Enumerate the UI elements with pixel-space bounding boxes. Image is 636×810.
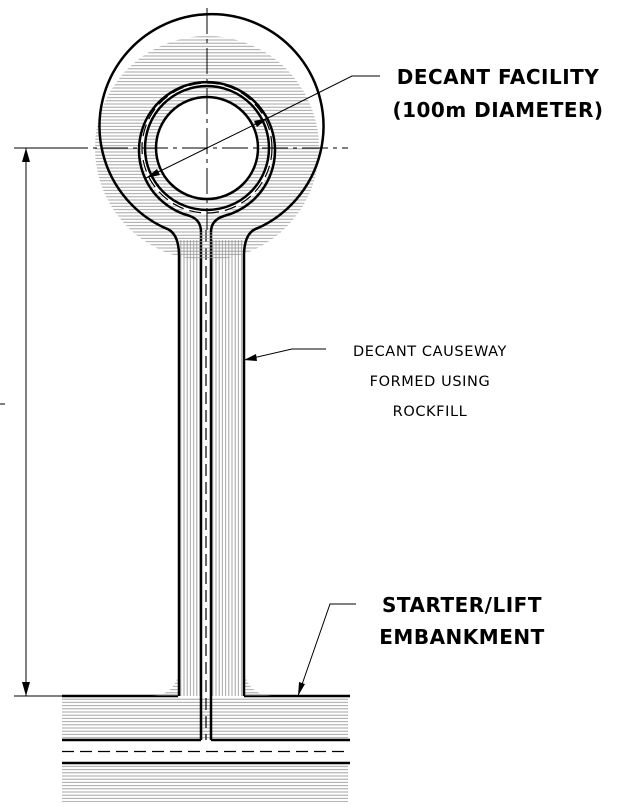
embankment-leader-line	[297, 603, 356, 697]
embankment-leader-arrow	[298, 682, 305, 696]
label-embankment-line2: EMBANKMENT	[379, 625, 544, 649]
dimension-arrow-bottom	[22, 682, 30, 696]
overall-length-dimension	[0, 147, 62, 697]
embankment-hatch-upper	[62, 697, 348, 740]
causeway-hatch-right	[212, 240, 243, 696]
causeway-leader	[243, 348, 326, 361]
causeway-leader-arrow	[244, 354, 257, 361]
causeway-hatch-left	[180, 240, 201, 696]
diameter-dimension-line	[145, 117, 269, 179]
decant-causeway	[150, 230, 275, 740]
label-embankment-line1: STARTER/LIFT	[382, 593, 542, 617]
causeway-leader-line	[243, 348, 326, 361]
causeway-toe-right	[243, 660, 275, 696]
label-causeway-line3: ROCKFILL	[393, 404, 468, 420]
causeway-toe-left	[150, 660, 180, 696]
label-decant-facility-line1: DECANT FACILITY	[397, 65, 600, 89]
embankment-leader	[297, 603, 356, 697]
dimension-arrow-top	[22, 148, 30, 162]
starter-embankment	[62, 694, 350, 802]
decant-facility	[62, 8, 380, 260]
label-decant-facility-line2: (100m DIAMETER)	[392, 98, 603, 122]
facility-outer-hatch	[94, 36, 319, 260]
facility-outer-boundary	[98, 12, 325, 257]
diameter-arrow-left	[146, 169, 160, 178]
facility-leader-line	[267, 75, 380, 119]
diameter-arrow-right	[254, 118, 268, 127]
label-causeway-line2: FORMED USING	[370, 374, 491, 390]
embankment-hatch-lower	[62, 764, 348, 802]
label-causeway-line1: DECANT CAUSEWAY	[353, 344, 507, 360]
